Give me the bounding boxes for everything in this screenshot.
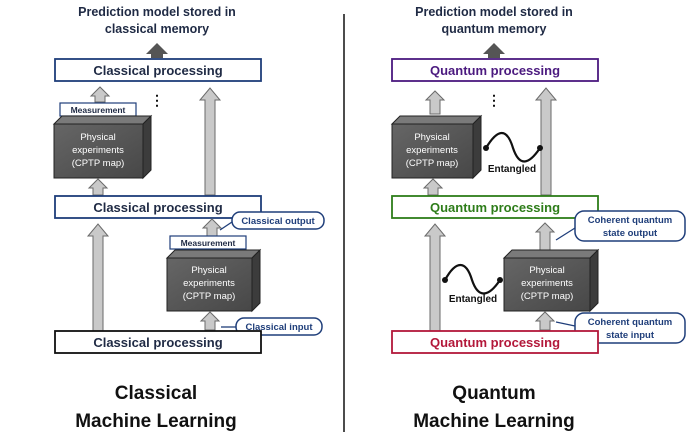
quantum-upper-experiment: Physical experiments (CPTP map)	[390, 114, 483, 180]
classical-ellipsis: ⋮	[150, 92, 164, 108]
classical-middle-processing-label: Classical processing	[93, 200, 222, 215]
classical-header-line-1: Prediction model stored in	[78, 5, 236, 19]
quantum-input-arrow	[534, 311, 556, 331]
classical-lower-experiment: Physical experiments (CPTP map)	[165, 248, 262, 313]
classical-upper-experiment-line-2: experiments	[72, 145, 124, 156]
classical-input-callout-label: Classical input	[245, 322, 313, 333]
classical-bottom-processing-label: Classical processing	[93, 335, 222, 350]
classical-panel: Prediction model stored in classical mem…	[52, 5, 325, 432]
quantum-output-callout-line-2: state output	[603, 228, 658, 239]
classical-lower-measurement-box	[169, 235, 247, 250]
quantum-top-processing-label: Quantum processing	[430, 63, 560, 78]
classical-right-upper-arrow	[198, 87, 222, 196]
classical-output-callout	[231, 211, 325, 230]
classical-bottom-processing-box	[54, 330, 262, 354]
quantum-ellipsis: ⋮	[487, 92, 501, 108]
classical-upper-experiment-arrow	[89, 86, 111, 103]
classical-upper-experiment: Physical experiments (CPTP map)	[52, 114, 153, 180]
classical-lower-measurement-label: Measurement	[181, 238, 236, 248]
quantum-memory-arrow	[483, 43, 505, 58]
classical-lower-experiment-line-3: (CPTP map)	[183, 291, 236, 302]
quantum-top-processing-box	[391, 58, 599, 82]
classical-lower-output-arrow	[201, 218, 223, 237]
quantum-lower-output-arrow	[534, 222, 556, 251]
classical-top-processing-label: Classical processing	[93, 63, 222, 78]
quantum-lower-entanglement-wave	[442, 263, 503, 295]
quantum-lower-experiment-line-2: experiments	[521, 278, 573, 289]
quantum-left-lower-arrow	[423, 223, 447, 332]
classical-upper-experiment-line-3: (CPTP map)	[72, 158, 125, 169]
classical-header-line-2: classical memory	[105, 22, 209, 36]
classical-memory-arrow	[146, 43, 168, 58]
quantum-middle-processing-label: Quantum processing	[430, 200, 560, 215]
quantum-upper-entangled-label: Entangled	[488, 164, 536, 175]
quantum-bottom-processing-box	[391, 330, 599, 354]
classical-input-arrow	[199, 311, 221, 331]
quantum-upper-experiment-line-3: (CPTP map)	[406, 158, 459, 169]
quantum-upper-entanglement-wave	[483, 131, 543, 163]
classical-output-callout-label: Classical output	[241, 216, 315, 227]
quantum-input-callout-line-2: state input	[606, 330, 655, 341]
quantum-middle-to-experiment-arrow	[422, 178, 444, 196]
classical-top-processing-box	[54, 58, 262, 82]
classical-upper-experiment-line-1: Physical	[80, 132, 115, 143]
classical-footer-line-1: Classical	[115, 383, 197, 404]
classical-upper-measurement-label: Measurement	[71, 105, 126, 115]
quantum-lower-experiment-line-3: (CPTP map)	[521, 291, 574, 302]
classical-middle-to-experiment-arrow	[87, 178, 109, 196]
quantum-header-line-1: Prediction model stored in	[415, 5, 573, 19]
quantum-header-line-2: quantum memory	[442, 22, 547, 36]
quantum-right-upper-arrow	[534, 87, 558, 196]
quantum-panel: Prediction model stored in quantum memor…	[390, 5, 686, 432]
quantum-footer-line-2: Machine Learning	[413, 411, 575, 432]
classical-lower-experiment-line-2: experiments	[183, 278, 235, 289]
quantum-input-callout-line-1: Coherent quantum	[588, 317, 672, 328]
quantum-upper-experiment-line-1: Physical	[414, 132, 449, 143]
quantum-footer-line-1: Quantum	[452, 383, 535, 404]
quantum-upper-experiment-arrow	[424, 90, 446, 115]
classical-footer-line-2: Machine Learning	[75, 411, 237, 432]
classical-left-lower-arrow	[86, 223, 110, 332]
quantum-middle-processing-box	[391, 195, 599, 219]
quantum-lower-experiment: Physical experiments (CPTP map)	[502, 248, 600, 313]
classical-lower-experiment-line-1: Physical	[191, 265, 226, 276]
quantum-lower-experiment-line-1: Physical	[529, 265, 564, 276]
quantum-bottom-processing-label: Quantum processing	[430, 335, 560, 350]
quantum-lower-entangled-label: Entangled	[449, 294, 497, 305]
quantum-input-callout	[574, 312, 686, 344]
classical-middle-processing-box	[54, 195, 262, 219]
quantum-output-callout-line-1: Coherent quantum	[588, 215, 672, 226]
quantum-upper-experiment-line-2: experiments	[406, 145, 458, 156]
quantum-output-callout	[574, 210, 686, 242]
